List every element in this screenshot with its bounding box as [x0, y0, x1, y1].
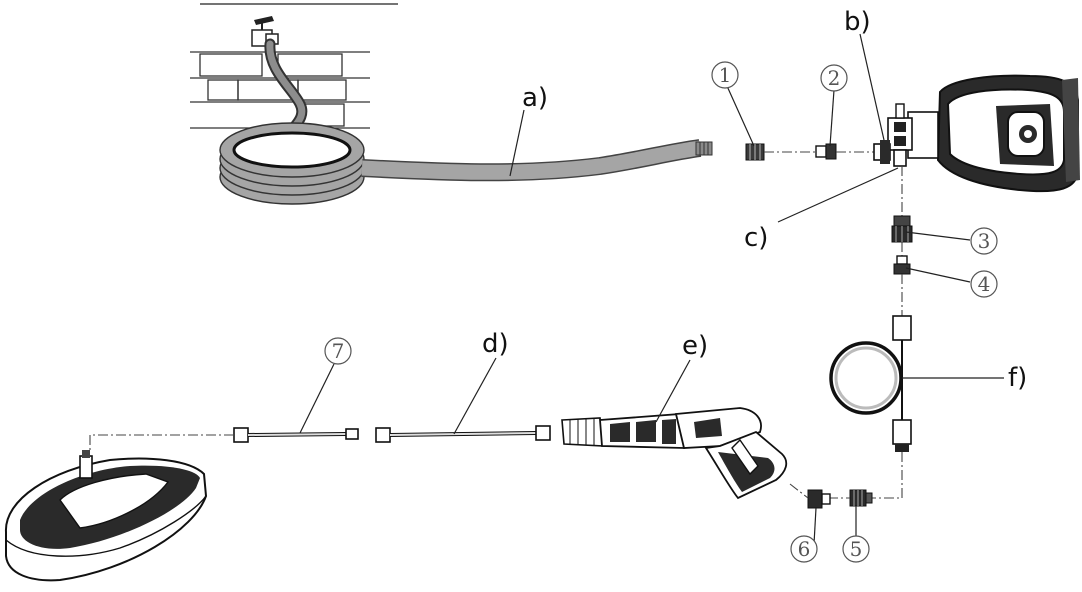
number-3: 3: [970, 227, 998, 255]
label-a: a): [522, 83, 548, 113]
number-6-label: 6: [798, 537, 811, 561]
connector-4: [893, 255, 911, 275]
high-pressure-hose: [829, 315, 912, 452]
connector-5: [849, 489, 873, 507]
label-e: e): [682, 331, 708, 361]
extension-lance-7: [233, 427, 359, 443]
label-b: b): [844, 7, 871, 37]
pressure-washer-unit: [873, 74, 1080, 193]
number-1-label: 1: [719, 63, 732, 87]
extension-lance: [375, 425, 551, 443]
number-7-label: 7: [332, 339, 345, 363]
label-d: d): [482, 329, 509, 359]
surface-cleaner: [4, 450, 208, 582]
spray-gun: [561, 407, 788, 500]
label-c: c): [744, 223, 768, 253]
connector-6: [807, 489, 831, 509]
number-5-label: 5: [850, 537, 863, 561]
number-7: 7: [324, 337, 352, 365]
label-f: f): [1008, 363, 1027, 393]
garden-hose: [219, 122, 713, 205]
wall-with-tap: [190, 3, 398, 136]
number-4-label: 4: [978, 272, 991, 296]
connector-3: [891, 215, 913, 243]
number-2: 2: [820, 64, 848, 92]
number-2-label: 2: [828, 66, 841, 90]
number-4: 4: [970, 270, 998, 298]
number-6: 6: [790, 535, 818, 563]
number-1: 1: [711, 61, 739, 89]
number-5: 5: [842, 535, 870, 563]
number-3-label: 3: [978, 229, 991, 253]
connector-1: [745, 143, 765, 161]
connector-2: [815, 143, 837, 160]
